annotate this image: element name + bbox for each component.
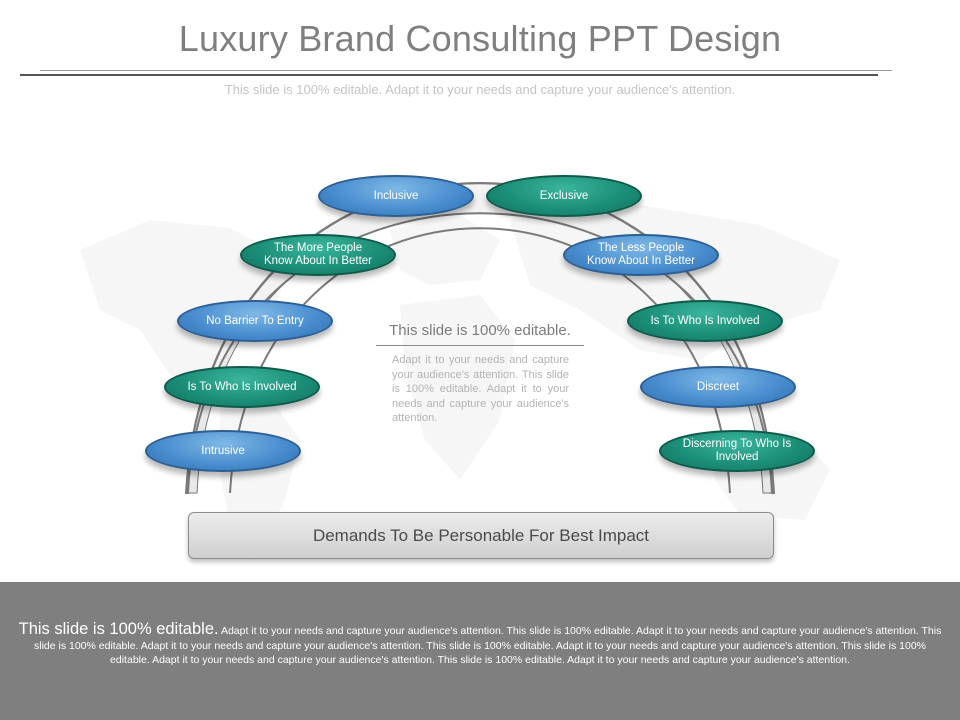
node-inclusive: Inclusive <box>318 175 474 217</box>
center-body-text: Adapt it to your needs and capture your … <box>392 354 569 424</box>
node-intrusive: Intrusive <box>145 430 301 472</box>
base-banner: Demands To Be Personable For Best Impact <box>188 512 774 559</box>
node-the-more-people-know: The More People Know About In Better <box>240 234 396 276</box>
node-discreet: Discreet <box>640 366 796 408</box>
footer-text: This slide is 100% editable. Adapt it to… <box>16 620 944 668</box>
arch-shape <box>184 182 776 494</box>
banner-label: Demands To Be Personable For Best Impact <box>312 525 650 545</box>
node-is-to-who-is-involved-left: Is To Who Is Involved <box>164 366 320 408</box>
title-divider-thin <box>40 70 892 71</box>
node-the-less-people-know: The Less People Know About In Better <box>563 234 719 276</box>
center-divider <box>376 345 584 346</box>
node-exclusive: Exclusive <box>486 175 642 217</box>
node-discerning-to-who-is-involved: Discerning To Who Is Involved <box>659 430 815 472</box>
footer-band: This slide is 100% editable. Adapt it to… <box>0 582 960 720</box>
center-heading: This slide is 100% editable. <box>389 322 571 339</box>
node-no-barrier-to-entry: No Barrier To Entry <box>177 300 333 342</box>
footer-lead: This slide is 100% editable. <box>18 620 219 638</box>
node-is-to-who-is-involved-right: Is To Who Is Involved <box>627 300 783 342</box>
slide-title: Luxury Brand Consulting PPT Design <box>178 18 782 59</box>
slide-subtitle: This slide is 100% editable. Adapt it to… <box>224 82 736 97</box>
title-divider-thick <box>20 74 878 76</box>
footer-body: Adapt it to your needs and capture your … <box>33 625 942 666</box>
